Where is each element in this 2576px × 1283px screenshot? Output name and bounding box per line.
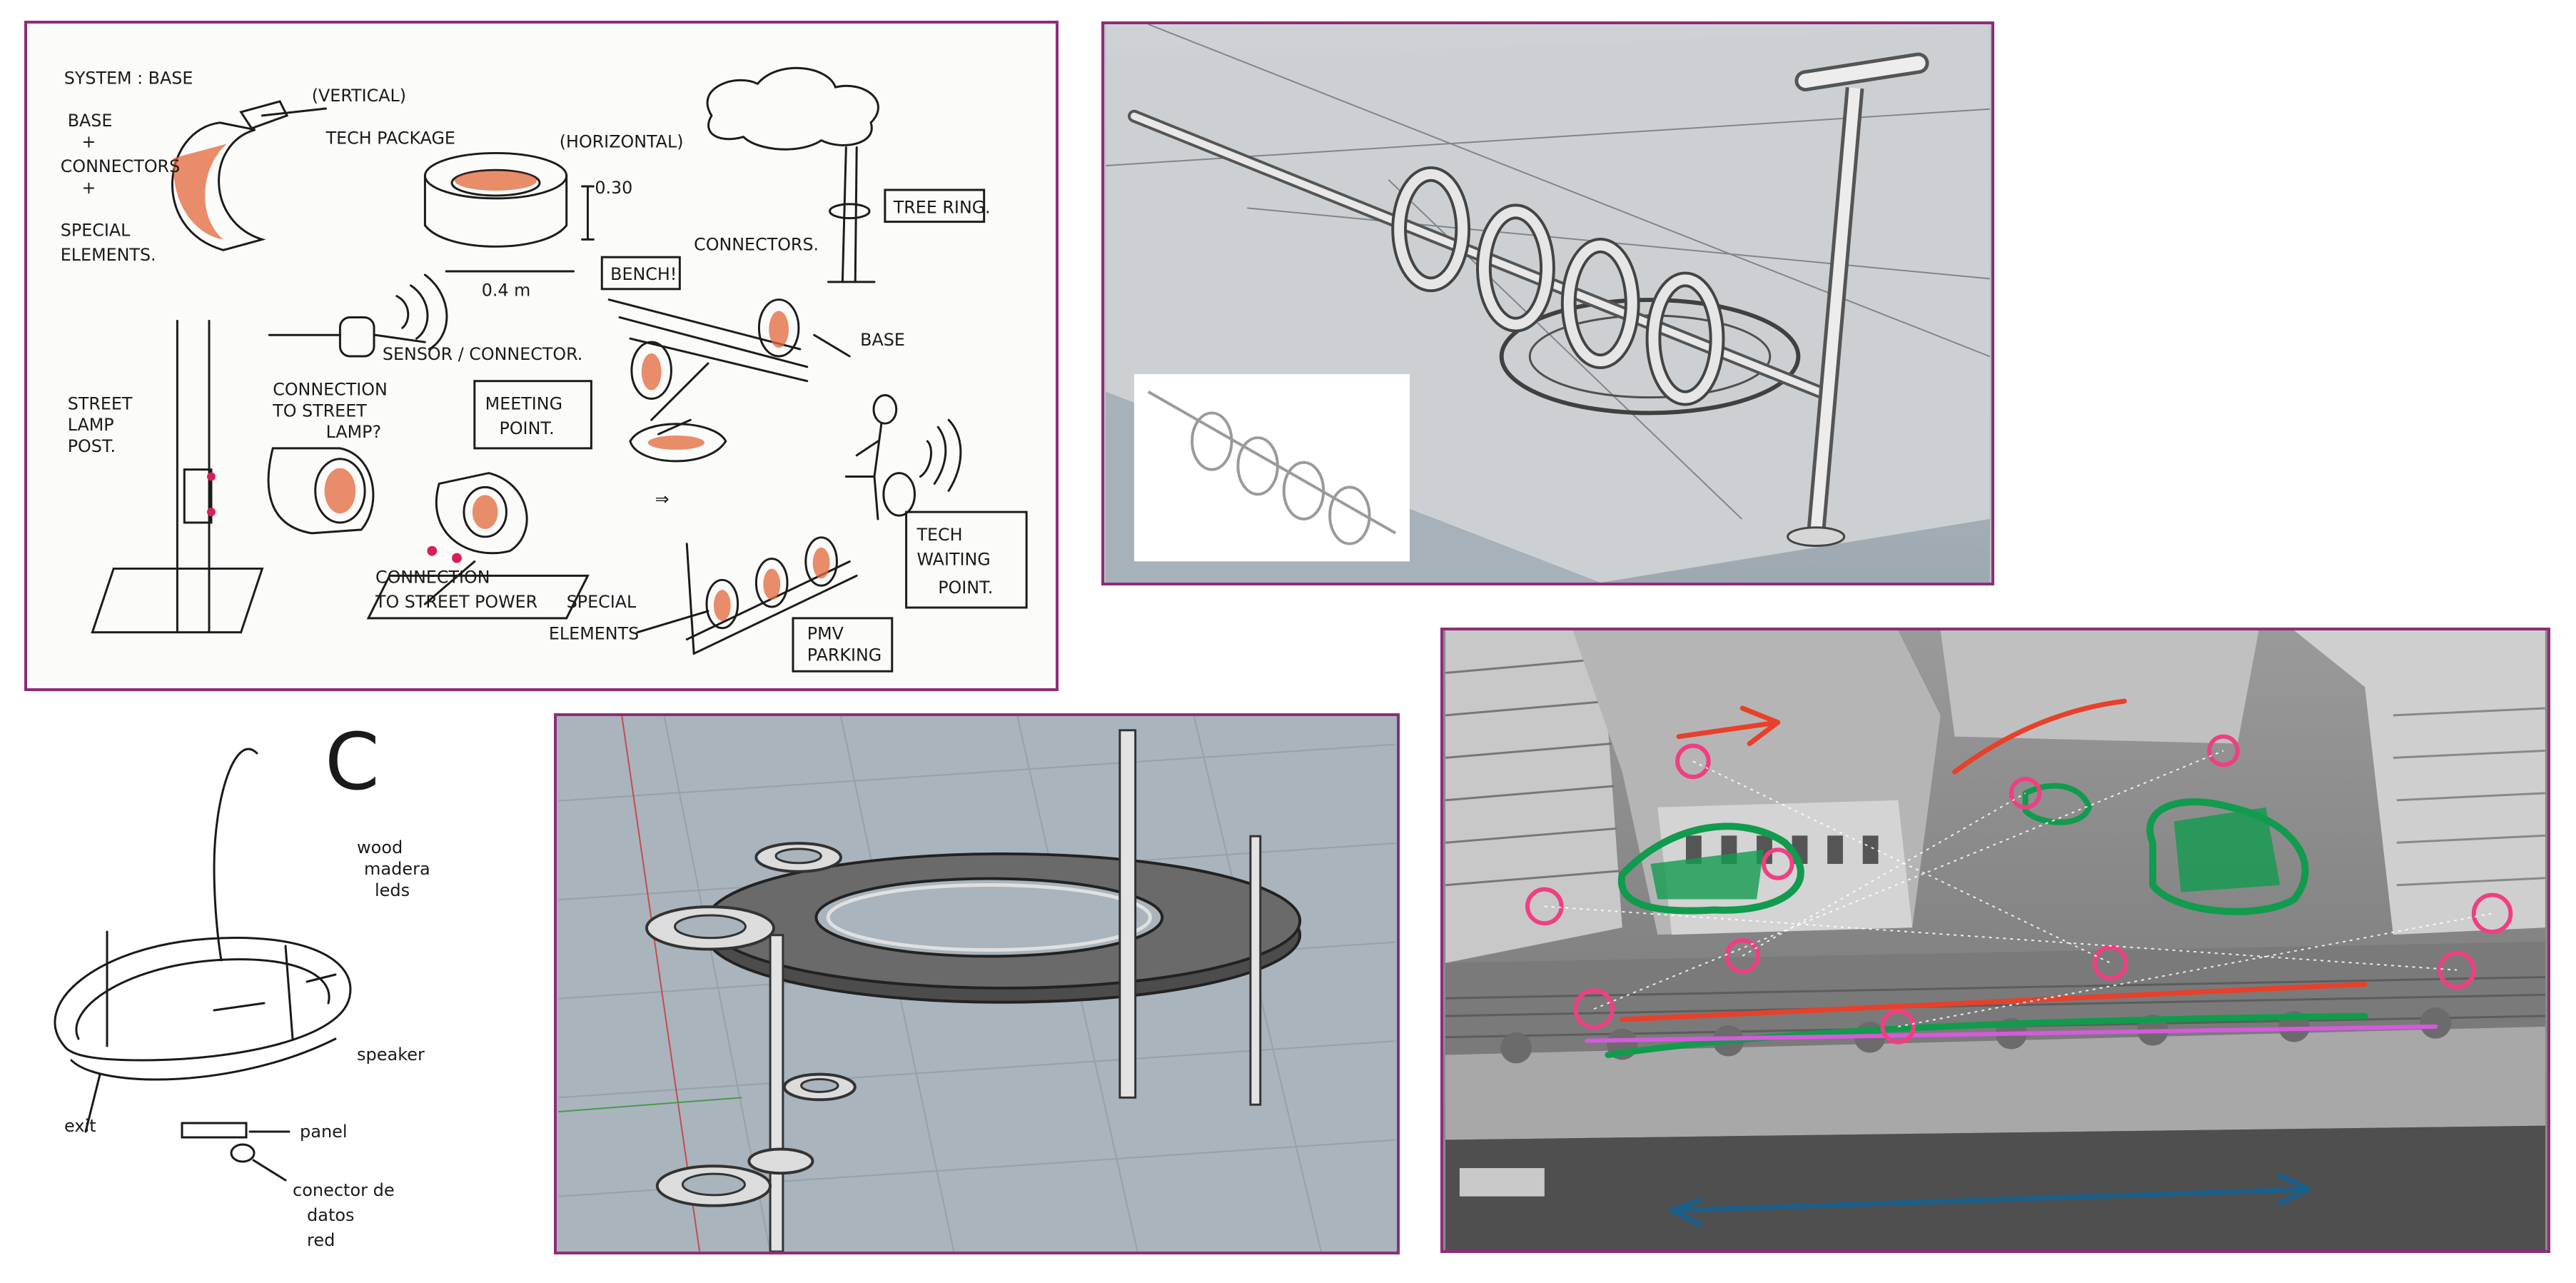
- pen-sketch-drawing: C wood madera leds speaker exit panel co…: [54, 716, 430, 1250]
- vertical-label: (VERTICAL): [312, 86, 406, 106]
- pmv-parking-label: PMV: [807, 624, 844, 644]
- connection-power-label: CONNECTION: [375, 567, 490, 587]
- connection-lamp-label: TO STREET: [272, 401, 367, 421]
- magenta-path: [1585, 1024, 2438, 1043]
- sensor-label: SENSOR / CONNECTOR.: [383, 344, 582, 364]
- connection-lamp-label: CONNECTION: [273, 380, 388, 400]
- base-ring: [1499, 298, 1801, 416]
- cad-render-parking-panel: [1101, 21, 1994, 585]
- tech-package-label: TECH PACKAGE: [325, 129, 455, 149]
- tree-ring-label: TREE RING.: [893, 198, 991, 218]
- cad-render-parking: [1106, 24, 1991, 583]
- meeting-point-label: MEETING: [485, 393, 562, 413]
- system-part: +: [82, 132, 96, 152]
- special-elements-label: ELEMENTS: [549, 624, 639, 644]
- system-part: BASE: [68, 111, 113, 131]
- red-path: [1620, 981, 2368, 1022]
- horizontal-label: (HORIZONTAL): [560, 132, 684, 152]
- arrow-mark: ⇒: [655, 489, 670, 509]
- pmv-parking-label: PARKING: [807, 645, 882, 665]
- concept-sketch-drawing: SYSTEM : BASE BASE + CONNECTORS + SPECIA…: [61, 66, 1028, 673]
- sketch-note: conector de: [293, 1180, 395, 1200]
- system-part: CONNECTORS: [61, 156, 180, 176]
- pink-markers: [1525, 734, 2513, 1045]
- sketch-note: panel: [300, 1122, 348, 1142]
- lamp-sketch: [213, 748, 258, 962]
- sketch-note: datos: [307, 1205, 355, 1225]
- sketch-note: speaker: [357, 1045, 425, 1065]
- dimension-width: 0.4 m: [482, 281, 531, 301]
- sketch-note: leds: [375, 880, 410, 900]
- bench-label: BENCH!: [610, 264, 677, 284]
- green-path: [1605, 1012, 2368, 1058]
- green-zone: [1617, 822, 1804, 915]
- system-label: SYSTEM : BASE: [64, 68, 193, 88]
- lamp-post-label: LAMP: [68, 415, 114, 435]
- cad-render-ring: [558, 716, 1395, 1252]
- meeting-point-label: POINT.: [500, 418, 555, 438]
- tree-crown-sketch: [706, 66, 879, 151]
- sketch-note: exit: [64, 1116, 96, 1136]
- tech-waiting-label: WAITING: [916, 549, 990, 569]
- connection-power-label: TO STREET POWER: [375, 592, 537, 612]
- tech-waiting-label: POINT.: [938, 578, 993, 598]
- concept-sketch-panel: SYSTEM : BASE BASE + CONNECTORS + SPECIA…: [24, 21, 1059, 691]
- connectors-label: CONNECTORS.: [694, 234, 819, 254]
- special-elements-label: SPECIAL: [567, 592, 637, 612]
- letter-mark: C: [325, 716, 380, 807]
- inset-render: [1133, 373, 1410, 562]
- building: [1445, 630, 1622, 963]
- system-part: SPECIAL: [61, 220, 131, 240]
- vertical-module-sketch: [171, 121, 266, 251]
- loose-pen-sketch: C wood madera leds speaker exit panel co…: [0, 703, 535, 1283]
- cad-render-ring-panel: [554, 713, 1400, 1254]
- aerial-map-panel: [1440, 628, 2550, 1253]
- sketch-note: red: [307, 1230, 335, 1250]
- pole: [1118, 729, 1137, 1099]
- orange-wash: [173, 144, 227, 240]
- base-label: BASE: [860, 330, 905, 350]
- sketch-note: wood: [357, 837, 403, 857]
- tech-waiting-label: TECH: [916, 525, 962, 545]
- river: [1445, 1125, 2545, 1250]
- dimension-height: 0.30: [595, 178, 632, 198]
- system-part: +: [82, 178, 96, 198]
- connection-lamp-label: LAMP?: [326, 422, 382, 442]
- sketch-note: madera: [364, 859, 430, 879]
- lamp-post-label: STREET: [68, 393, 133, 413]
- building: [2294, 630, 2545, 935]
- base-oval-sketch: [54, 936, 352, 1062]
- aerial-map: [1445, 630, 2545, 1250]
- lamp-post-label: POST.: [68, 436, 116, 456]
- system-part: ELEMENTS.: [61, 245, 156, 265]
- blue-path: [1669, 1187, 2311, 1213]
